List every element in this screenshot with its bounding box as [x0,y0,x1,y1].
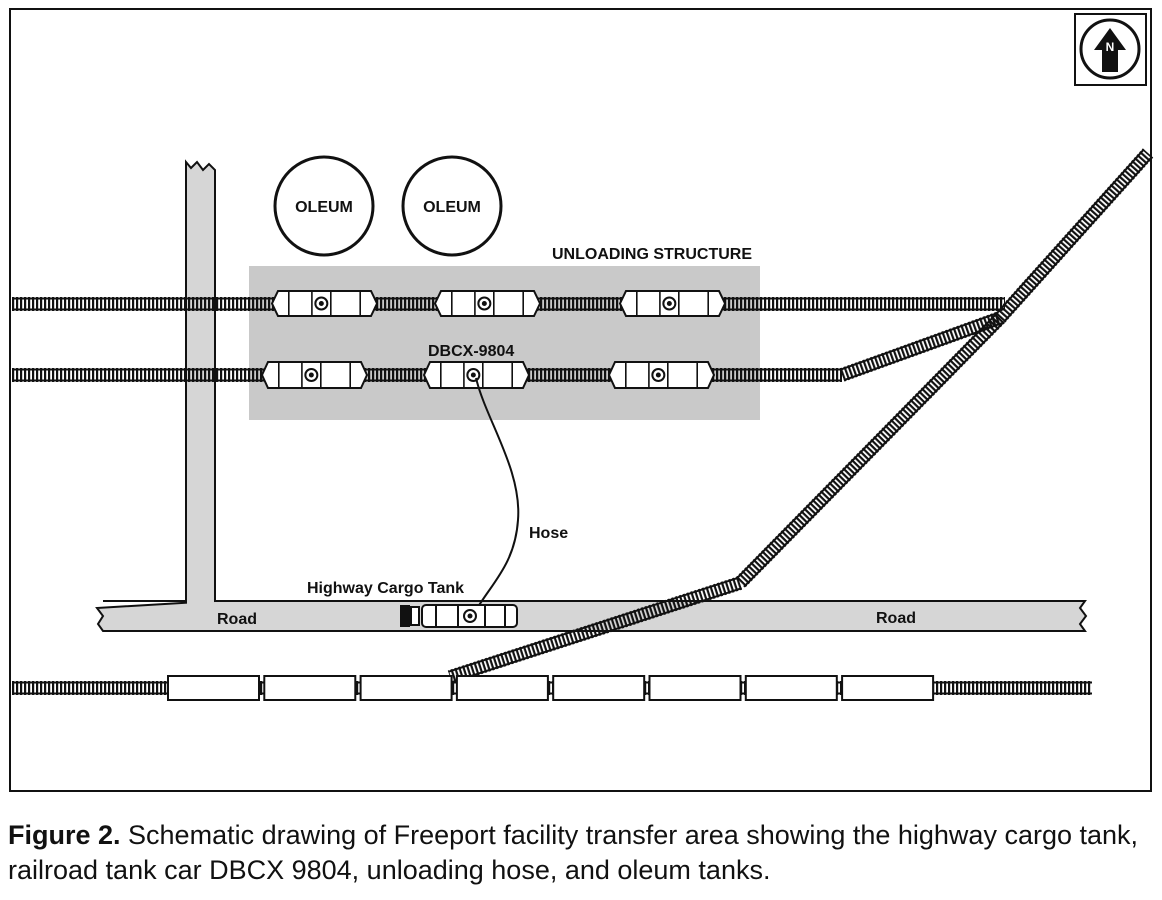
tank-car-id-label: DBCX-9804 [428,343,514,360]
north-arrow-icon: N [1074,13,1147,86]
caption-text: Schematic drawing of Freeport facility t… [8,820,1139,885]
road-label-left: Road [217,611,257,628]
oleum-tank-2 [401,155,503,257]
figure-number: Figure 2. [8,820,121,850]
oleum-tank-2-label: OLEUM [423,199,481,216]
track-lower-spur [839,311,1003,382]
oleum-tank-1-label: OLEUM [295,199,353,216]
vertical-road [185,159,216,604]
unloading-structure-label: UNLOADING STRUCTURE [552,246,752,263]
rail-car [841,675,935,701]
tank-car [433,290,542,317]
tank-cars-upper-track [270,290,727,317]
main-road [95,600,1088,632]
unloading-hose [474,377,520,613]
track-diagonal-middle [735,313,1005,588]
road-label-right: Road [876,610,916,627]
rail-car [455,675,549,701]
north-label: N [1106,40,1115,54]
tank-car [270,290,379,317]
facility-diagram: OLEUM OLEUM UNLOADING STRUCTURE DBCX-980… [9,8,1154,792]
rail-car [263,675,357,701]
oleum-tank-1 [273,155,375,257]
figure-caption: Figure 2. Schematic drawing of Freeport … [8,818,1158,888]
rail-car [167,675,260,701]
tank-car [618,290,727,317]
tank-car [422,361,531,389]
rail-car [552,675,646,701]
track-diagonal-lower [447,576,743,684]
rail-car [359,675,453,701]
highway-cargo-tank [400,604,518,628]
hose-label: Hose [529,525,568,542]
tank-cars-lower-track [260,361,716,389]
rail-car [744,675,838,701]
highway-cargo-tank-label: Highway Cargo Tank [307,580,464,597]
tank-car [607,361,716,389]
track-diagonal-upper [994,148,1154,323]
rail-car [648,675,742,701]
tank-car [260,361,369,389]
rail-cars-bottom-track [167,675,935,701]
